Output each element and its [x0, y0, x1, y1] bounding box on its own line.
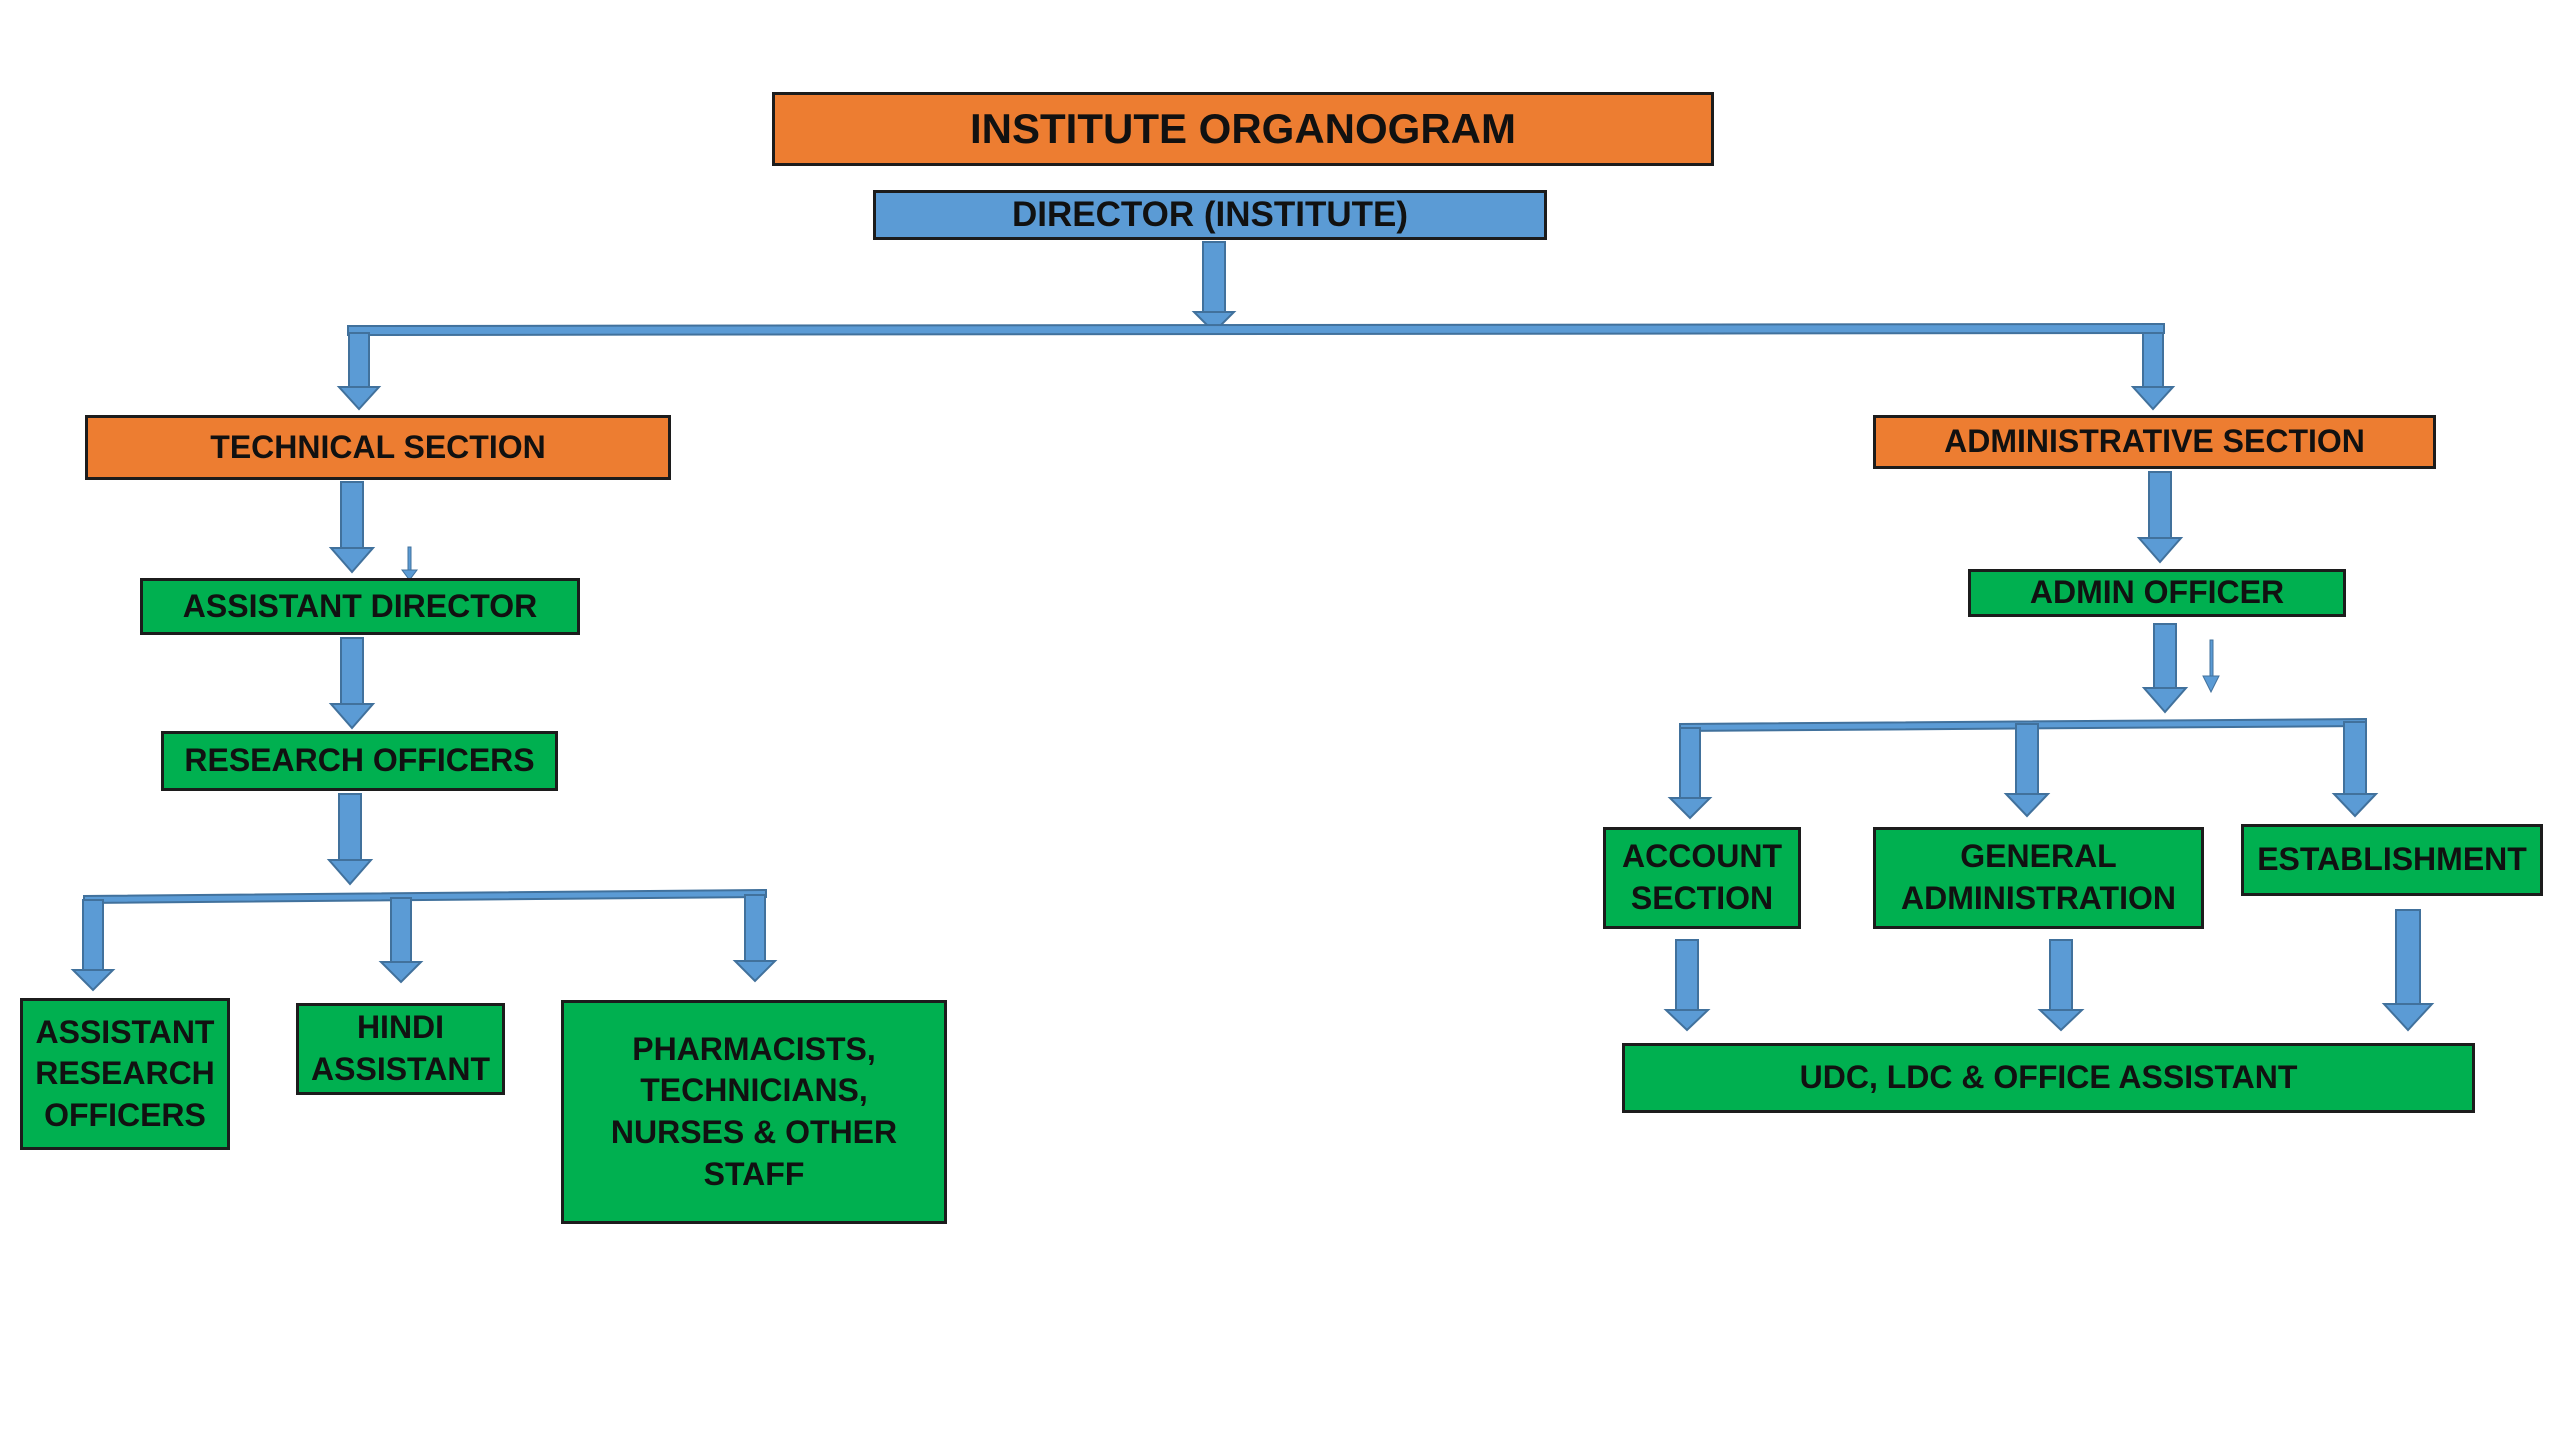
arrow-to-administrative-section — [2130, 332, 2176, 411]
technical-section-box: TECHNICAL SECTION — [85, 415, 671, 480]
director-box: DIRECTOR (INSTITUTE) — [873, 190, 1547, 240]
establishment-box: ESTABLISHMENT — [2241, 824, 2543, 896]
small-arrow-administrative — [2202, 639, 2220, 694]
arrow-to-hindi-assistant — [378, 897, 424, 984]
arrow-admin-officer-to-bar — [2141, 623, 2189, 714]
admin-officer-box: ADMIN OFFICER — [1968, 569, 2346, 617]
administrative-section-box: ADMINISTRATIVE SECTION — [1873, 415, 2436, 469]
arrow-to-account-section — [1667, 727, 1713, 820]
arrow-to-pharmacists — [732, 894, 778, 983]
account-section-box: ACCOUNT SECTION — [1603, 827, 1801, 929]
arrow-to-establishment — [2331, 721, 2379, 818]
assistant-research-officers-box: ASSISTANT RESEARCH OFFICERS — [20, 998, 230, 1150]
general-administration-box: GENERAL ADMINISTRATION — [1873, 827, 2204, 929]
arrow-establishment-to-udc — [2381, 909, 2435, 1032]
research-officers-box: RESEARCH OFFICERS — [161, 731, 558, 791]
organogram-title: INSTITUTE ORGANOGRAM — [772, 92, 1714, 166]
assistant-director-box: ASSISTANT DIRECTOR — [140, 578, 580, 635]
pharmacists-staff-box: PHARMACISTS, TECHNICIANS, NURSES & OTHER… — [561, 1000, 947, 1224]
arrow-director-to-bar — [1191, 241, 1237, 334]
arrow-to-general-administration — [2003, 723, 2051, 818]
arrow-account-to-udc — [1663, 939, 1711, 1032]
arrow-research-officers-to-bar — [326, 793, 374, 886]
arrow-technical-to-assistant-director — [328, 481, 376, 574]
hindi-assistant-box: HINDI ASSISTANT — [296, 1003, 505, 1095]
arrow-to-assistant-research-officers — [70, 899, 116, 992]
arrow-to-technical-section — [336, 332, 382, 411]
udc-ldc-office-assistant-box: UDC, LDC & OFFICE ASSISTANT — [1622, 1043, 2475, 1113]
arrow-administrative-to-admin-officer — [2136, 471, 2184, 564]
arrow-general-administration-to-udc — [2037, 939, 2085, 1032]
main-horizontal-connector — [347, 322, 2165, 337]
small-arrow-technical — [401, 546, 418, 581]
arrow-assistant-director-to-research-officers — [328, 637, 376, 730]
technical-lower-connector — [83, 888, 767, 905]
